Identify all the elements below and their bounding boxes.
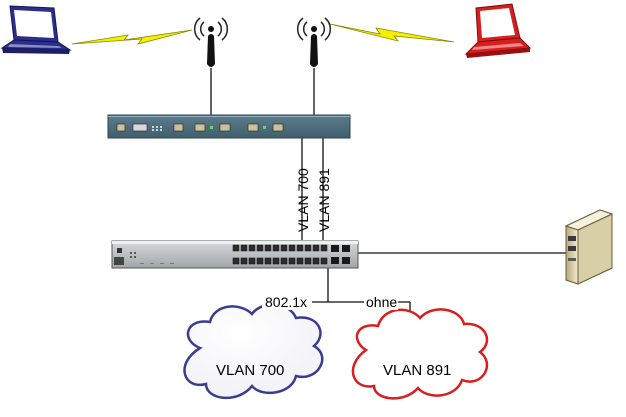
cloud-label-vlan891: VLAN 891 — [383, 362, 451, 379]
vlan-label-891: VLAN 891 — [316, 168, 332, 232]
port-label-bg-right — [364, 294, 398, 310]
switch-port-row-bottom — [232, 257, 328, 265]
wireless-bolt-left-icon — [71, 29, 193, 45]
antenna-left-icon — [193, 17, 229, 67]
antenna-right-icon — [296, 17, 332, 67]
cloud-label-vlan700: VLAN 700 — [216, 362, 284, 379]
port-label-ohne: ohne — [366, 294, 397, 310]
laptop-left-icon — [0, 5, 72, 54]
access-point-device — [107, 114, 351, 139]
wireless-bolt-right-icon — [329, 23, 455, 43]
server-icon — [564, 209, 614, 285]
network-switch — [111, 240, 359, 269]
switch-port-row-top — [232, 244, 328, 252]
port-label-bg-left — [262, 294, 312, 310]
cloud-vlan700-icon — [183, 303, 324, 400]
links — [210, 68, 566, 326]
laptop-right-icon — [464, 3, 532, 58]
cloud-vlan891-icon — [351, 308, 489, 400]
vlan-label-700: VLAN 700 — [295, 168, 311, 232]
port-label-8021x: 802.1x — [265, 294, 307, 310]
